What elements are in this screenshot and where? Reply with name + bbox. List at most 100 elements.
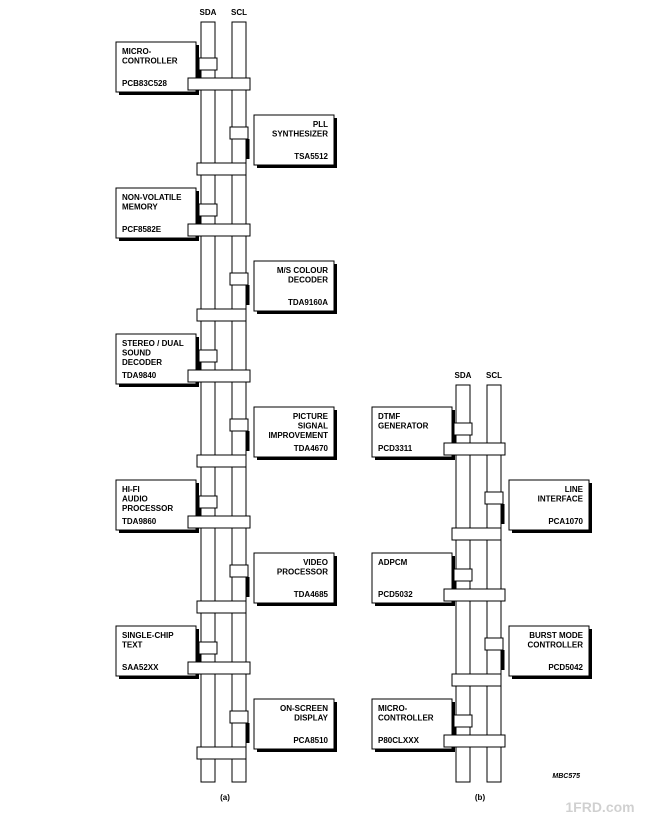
device-name: LINE — [565, 485, 584, 494]
scl-connector — [229, 272, 249, 286]
scl-connector — [443, 734, 506, 748]
device-name: CONTROLLER — [527, 641, 583, 650]
device-part-number: TDA4670 — [294, 444, 329, 453]
sda-connector — [453, 422, 473, 436]
device-name: HI-FI — [122, 485, 140, 494]
device-part-number: PCA8510 — [293, 736, 328, 745]
scl-label: SCL — [486, 371, 502, 380]
sda-connector — [196, 746, 247, 760]
device-name: STEREO / DUAL — [122, 339, 184, 348]
scl-connector — [187, 515, 251, 529]
sda-connector — [196, 308, 247, 322]
device-name: PROCESSOR — [122, 504, 173, 513]
device-part-number: PCA1070 — [548, 517, 583, 526]
watermark: 1FRD.com — [565, 799, 634, 815]
scl-connector — [443, 442, 506, 456]
device-name: BURST MODE — [529, 631, 583, 640]
device-name: ADPCM — [378, 558, 408, 567]
sda-connector — [451, 527, 502, 541]
device-name: M/S COLOUR — [277, 266, 328, 275]
sda-connector — [198, 349, 218, 363]
sda-connector — [196, 454, 247, 468]
sda-connector — [451, 673, 502, 687]
device-block: ADPCM PCD5032 — [371, 552, 506, 606]
device-name: SINGLE-CHIP — [122, 631, 174, 640]
scl-connector — [229, 710, 249, 724]
device-name: SIGNAL — [298, 422, 328, 431]
device-box — [253, 114, 335, 166]
device-part-number: P80CLXXX — [378, 736, 420, 745]
device-name: INTERFACE — [538, 495, 584, 504]
scl-connector — [187, 369, 251, 383]
device-name: SYNTHESIZER — [272, 130, 328, 139]
device-box — [115, 333, 197, 385]
device-name: DECODER — [288, 276, 328, 285]
device-box — [115, 187, 197, 239]
caption: (a) — [220, 793, 230, 802]
device-part-number: TDA4685 — [294, 590, 329, 599]
device-part-number: PCD3311 — [378, 444, 413, 453]
sda-connector — [198, 203, 218, 217]
device-name: PICTURE — [293, 412, 329, 421]
sda-label: SDA — [200, 8, 217, 17]
sda-connector — [198, 641, 218, 655]
device-name: GENERATOR — [378, 422, 429, 431]
device-box — [253, 260, 335, 312]
sda-connector — [196, 162, 247, 176]
device-name: MICRO- — [122, 47, 152, 56]
device-part-number: TSA5512 — [294, 152, 328, 161]
device-box — [253, 552, 335, 604]
scl-connector — [187, 223, 251, 237]
device-part-number: PCF8582E — [122, 225, 162, 234]
device-name: DECODER — [122, 358, 162, 367]
device-name: PLL — [313, 120, 328, 129]
device-part-number: TDA9860 — [122, 517, 157, 526]
device-part-number: PCD5042 — [548, 663, 583, 672]
sda-connector — [198, 495, 218, 509]
device-block: MICRO-CONTROLLER P80CLXXX — [371, 698, 506, 752]
scl-connector — [187, 661, 251, 675]
sda-connector — [198, 57, 218, 71]
sda-connector — [453, 568, 473, 582]
device-name: AUDIO — [122, 495, 148, 504]
device-part-number: SAA52XX — [122, 663, 159, 672]
scl-connector — [484, 491, 504, 505]
device-part-number: PCD5032 — [378, 590, 413, 599]
device-name: CONTROLLER — [378, 714, 434, 723]
device-name: IMPROVEMENT — [268, 431, 328, 440]
device-box — [115, 41, 197, 93]
sda-connector — [453, 714, 473, 728]
device-box — [371, 552, 453, 604]
device-name: MEMORY — [122, 203, 158, 212]
scl-connector — [229, 418, 249, 432]
scl-connector — [229, 126, 249, 140]
device-name: MICRO- — [378, 704, 408, 713]
sda-label: SDA — [455, 371, 472, 380]
device-box — [371, 406, 453, 458]
device-box — [253, 698, 335, 750]
device-name: PROCESSOR — [277, 568, 328, 577]
caption: (b) — [475, 793, 486, 802]
figure-code: MBC575 — [552, 773, 580, 780]
device-box — [115, 479, 197, 531]
scl-connector — [484, 637, 504, 651]
device-part-number: PCB83C528 — [122, 79, 167, 88]
device-name: ON-SCREEN — [280, 704, 328, 713]
scl-connector — [443, 588, 506, 602]
device-name: VIDEO — [303, 558, 328, 567]
device-part-number: TDA9840 — [122, 371, 157, 380]
device-name: NON-VOLATILE — [122, 193, 182, 202]
